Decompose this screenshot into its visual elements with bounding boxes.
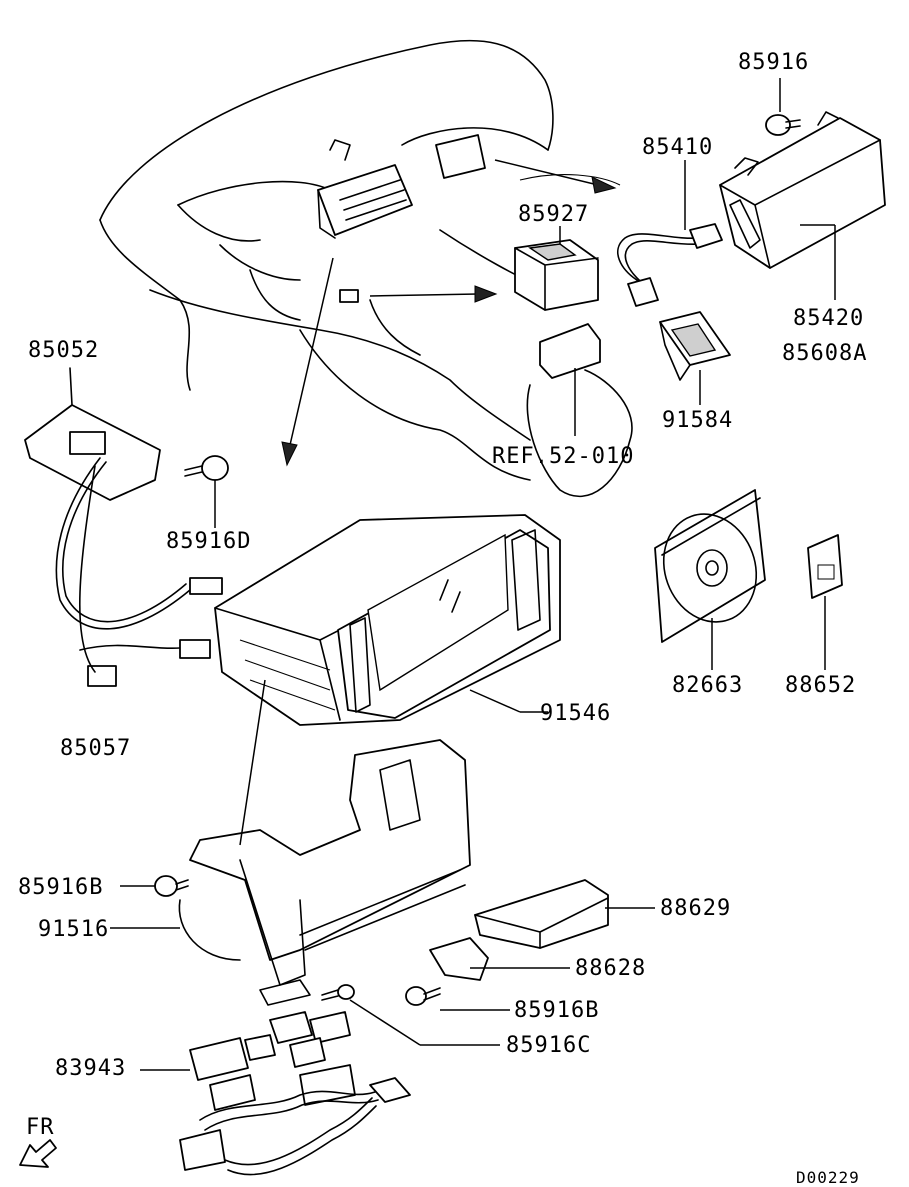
label-85916: 85916 — [738, 50, 810, 75]
label-85052: 85052 — [28, 338, 100, 363]
part-85052-bracket — [24, 367, 223, 687]
label-85916B-left: 85916B — [18, 875, 104, 900]
drawing-code: D00229 — [796, 1168, 860, 1187]
part-91516-bracket — [110, 679, 471, 1006]
part-88628-bracket — [429, 937, 570, 981]
label-85410: 85410 — [642, 135, 714, 160]
label-85927: 85927 — [518, 202, 590, 227]
dashboard-outline — [99, 39, 621, 481]
label-88628: 88628 — [575, 956, 647, 981]
part-88629-module — [474, 879, 655, 949]
label-85916B-right: 85916B — [514, 998, 600, 1023]
dash-head-unit — [317, 134, 486, 303]
label-85420: 85420 — [793, 306, 865, 331]
label-88629: 88629 — [660, 896, 732, 921]
label-83943: 83943 — [55, 1056, 127, 1081]
label-91516: 91516 — [38, 917, 110, 942]
part-85916-bolt — [765, 78, 801, 136]
label-85916D: 85916D — [166, 529, 252, 554]
label-ref: REF.52-010 — [492, 444, 635, 469]
label-82663: 82663 — [672, 673, 744, 698]
label-85057: 85057 — [60, 736, 132, 761]
part-85916D-bolt — [184, 455, 229, 528]
part-83943-harness — [140, 1011, 411, 1176]
label-91546: 91546 — [540, 701, 612, 726]
part-91584-port — [659, 311, 731, 405]
label-91584: 91584 — [662, 408, 734, 433]
label-88652: 88652 — [785, 673, 857, 698]
part-85916B-bolt-left — [120, 875, 189, 897]
fr-arrow-icon — [19, 1139, 57, 1168]
part-88652-card — [807, 534, 843, 670]
part-85927-module — [514, 226, 599, 311]
part-85420-ecu — [719, 111, 886, 300]
part-85410-harness — [616, 160, 723, 307]
label-85608A: 85608A — [782, 341, 868, 366]
part-85916C-screw — [321, 984, 500, 1046]
ref-blank-panel — [526, 323, 633, 497]
part-91546-head-unit — [214, 514, 561, 726]
part-82663-disc — [654, 489, 766, 670]
part-85916B-bolt-right — [405, 986, 510, 1011]
label-85916C: 85916C — [506, 1033, 592, 1058]
label-fr: FR — [26, 1115, 55, 1140]
arrows — [281, 159, 617, 467]
